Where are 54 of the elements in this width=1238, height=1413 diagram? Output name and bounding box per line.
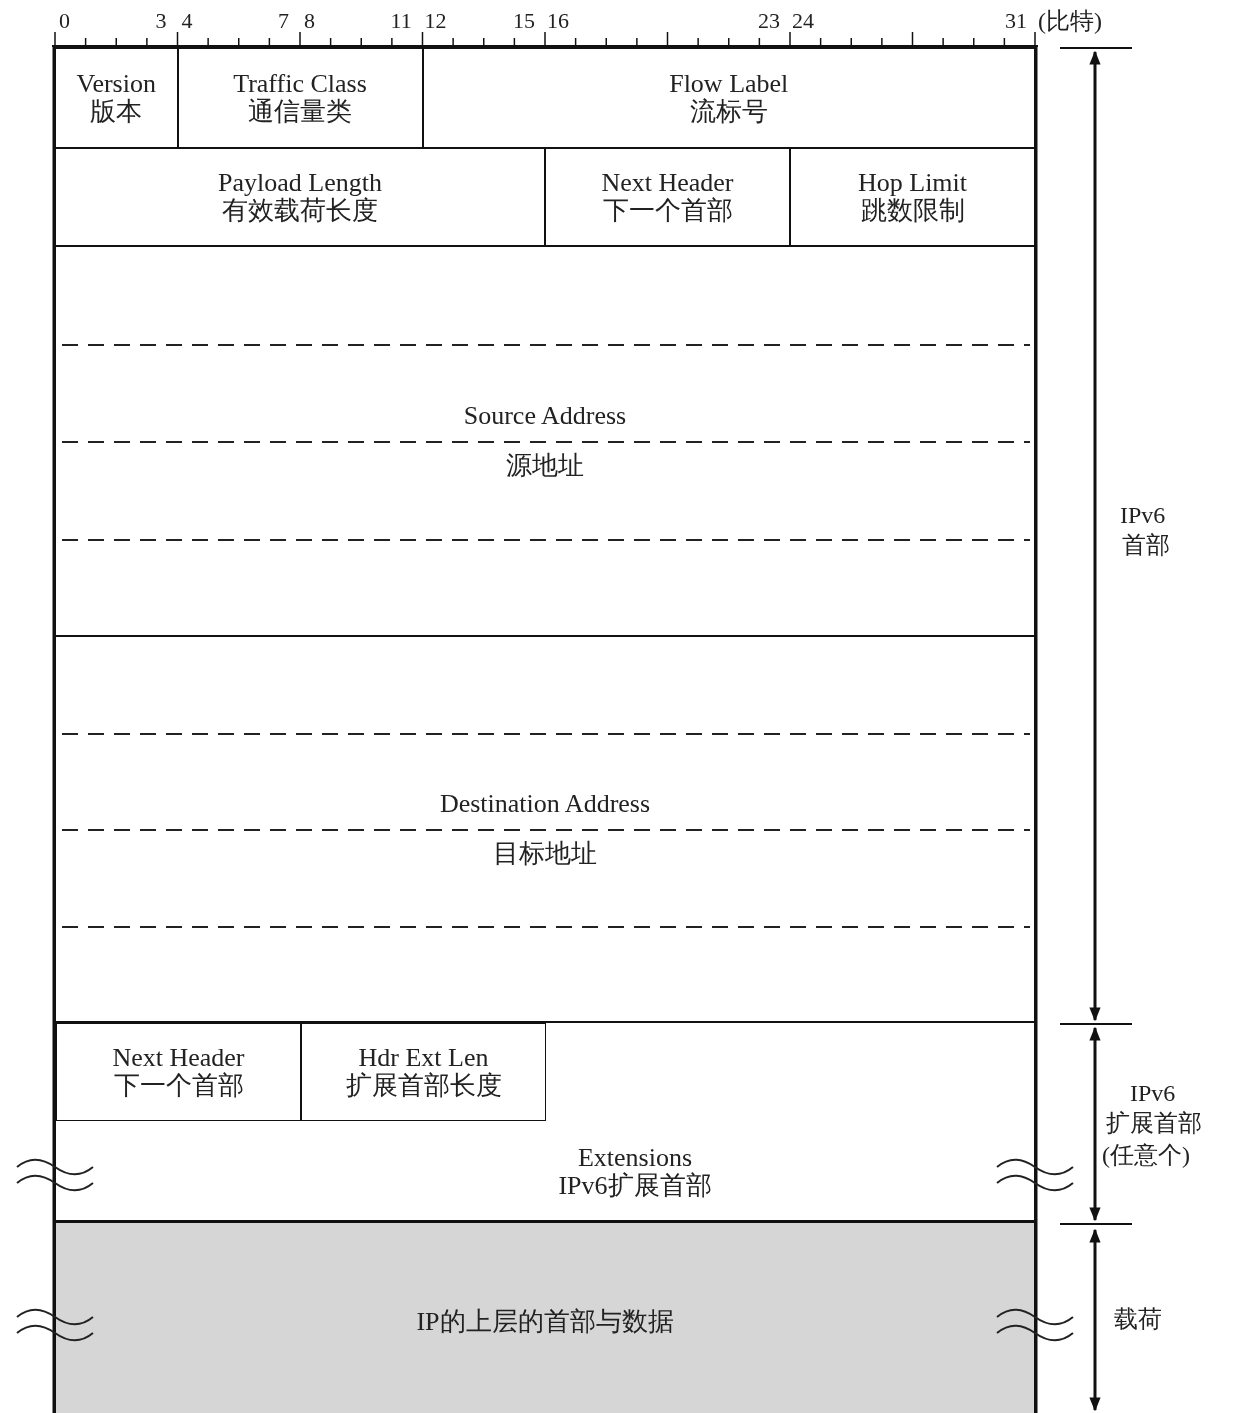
bit-number: 12	[424, 8, 447, 34]
field-name-chinese: 跳数限制	[860, 197, 965, 225]
field-name: Hop Limit	[857, 169, 968, 197]
bit-number: 11	[390, 8, 412, 34]
field-cell	[56, 1023, 301, 1121]
bit-number: 15	[513, 8, 535, 34]
section-label: 载荷	[1114, 1306, 1162, 1332]
field-name-chinese: 源地址	[506, 452, 584, 480]
field-name: Destination Address	[439, 790, 651, 818]
bit-number: 24	[792, 8, 814, 34]
address-field	[55, 246, 1035, 636]
field-name-chinese: IPv6扩展首部	[558, 1172, 712, 1200]
bit-number: 31	[1005, 8, 1027, 34]
field-name: Payload Length	[218, 169, 382, 197]
address-field	[55, 636, 1035, 1022]
bit-number: 0	[59, 8, 70, 34]
field-name: Traffic Class	[233, 70, 367, 98]
section-label: 扩展首部	[1106, 1110, 1202, 1136]
field-cell	[177, 48, 423, 148]
bit-number: 8	[304, 8, 315, 34]
field-name: Flow Label	[669, 70, 789, 98]
field-name: IP的上层的首部与数据	[416, 1308, 674, 1336]
field-name-chinese: 扩展首部长度	[345, 1072, 502, 1100]
field-cell	[790, 148, 1035, 246]
field-name: Next Header	[112, 1044, 245, 1072]
field-name: Source Address	[463, 402, 627, 430]
bit-number: 23	[758, 8, 780, 34]
field-name-chinese: 流标号	[689, 98, 768, 126]
field-cell	[422, 48, 1035, 148]
field-name: Extensions	[577, 1144, 693, 1172]
bit-number: 3	[155, 8, 167, 34]
unit-label: (比特)	[1038, 8, 1102, 34]
bit-number: 16	[547, 8, 569, 34]
field-name-chinese: 版本	[90, 98, 143, 126]
field-name-chinese: 下一个首部	[602, 197, 733, 225]
field-name: Version	[76, 70, 156, 98]
payload-area	[55, 1222, 1035, 1413]
field-cell	[55, 148, 545, 246]
field-cell	[545, 148, 790, 246]
section-label: 首部	[1122, 532, 1170, 558]
bit-number: 7	[278, 8, 289, 34]
field-name: Next Header	[601, 169, 734, 197]
section-label: IPv6	[1120, 502, 1166, 528]
field-name-chinese: 有效载荷长度	[222, 197, 378, 225]
field-cell	[55, 48, 178, 148]
bit-number: 4	[181, 8, 193, 34]
field-name-chinese: 通信量类	[248, 98, 352, 126]
field-name-chinese: 下一个首部	[113, 1072, 244, 1100]
extension-header-box	[55, 1022, 1035, 1222]
field-cell	[301, 1023, 546, 1121]
section-label: IPv6	[1130, 1080, 1176, 1106]
field-name-chinese: 目标地址	[493, 840, 597, 868]
field-name: Hdr Ext Len	[358, 1044, 489, 1072]
section-label: (任意个)	[1102, 1142, 1190, 1168]
